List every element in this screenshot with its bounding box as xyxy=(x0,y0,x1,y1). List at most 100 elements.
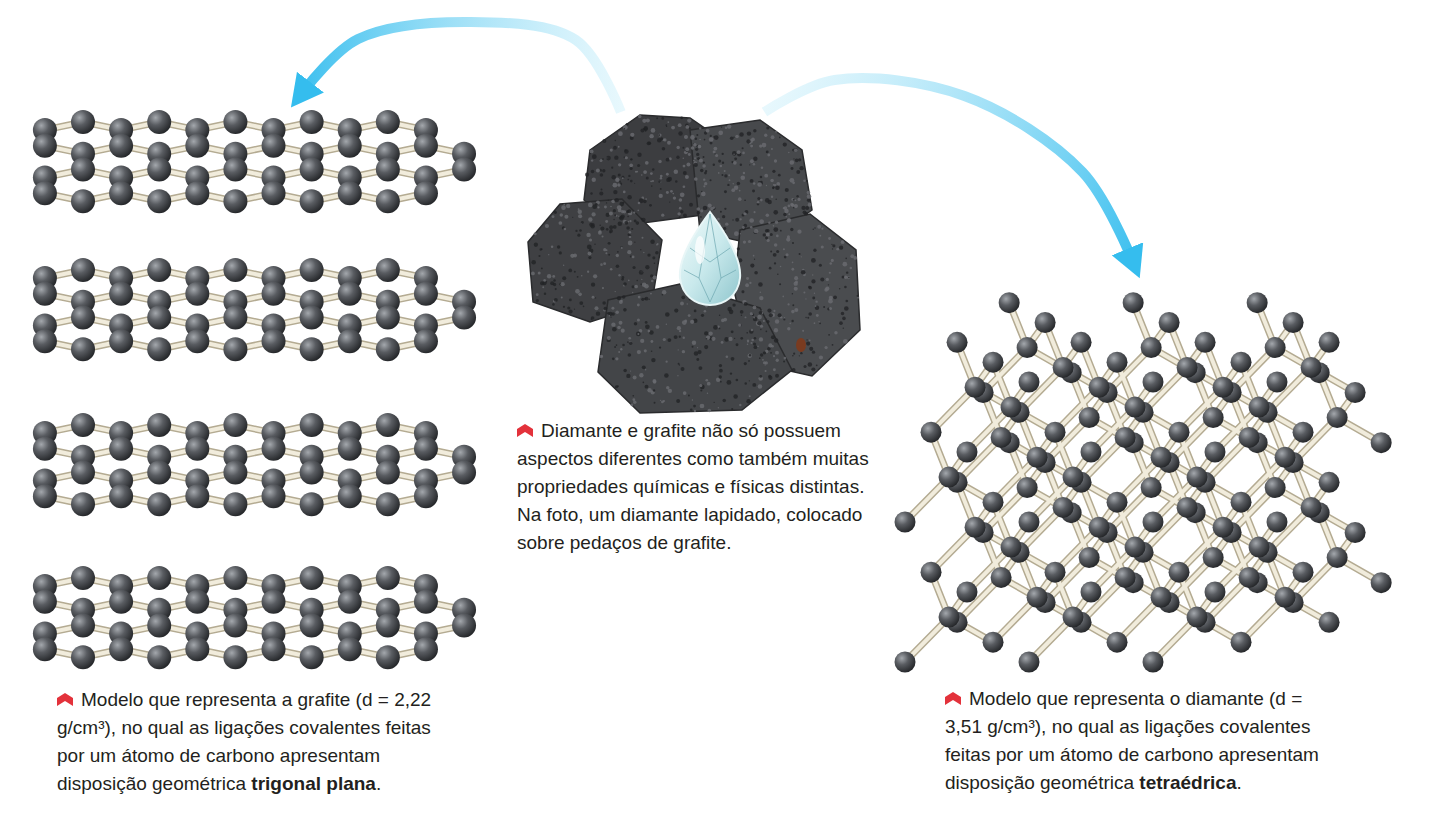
rock-texture xyxy=(614,214,616,216)
carbon-atom xyxy=(1143,652,1164,673)
rock-texture xyxy=(553,283,556,286)
rock-texture xyxy=(616,254,619,257)
carbon-atom xyxy=(71,566,95,590)
rock-texture xyxy=(619,300,623,304)
carbon-atom xyxy=(414,484,438,508)
rock-texture xyxy=(689,127,691,129)
rock-texture xyxy=(814,227,816,229)
rock-texture xyxy=(531,260,536,265)
rock-texture xyxy=(828,284,829,285)
carbon-atom xyxy=(1151,587,1172,608)
rock-texture xyxy=(643,128,645,130)
rock-texture xyxy=(634,220,637,223)
rock-texture xyxy=(808,362,812,366)
carbon-atom xyxy=(223,566,247,590)
rock-texture xyxy=(602,169,605,172)
rock-texture xyxy=(563,306,565,308)
rock-texture xyxy=(609,225,613,229)
carbon-atom xyxy=(414,282,438,306)
rock-texture xyxy=(828,237,831,240)
rock-texture xyxy=(591,223,594,226)
rock-texture xyxy=(746,277,749,280)
rock-texture xyxy=(572,217,573,218)
rock-texture xyxy=(818,321,820,323)
carbon-atom xyxy=(957,582,978,603)
rock-texture xyxy=(820,277,824,281)
rock-texture xyxy=(645,198,647,200)
carbon-atom xyxy=(1063,467,1084,488)
rock-texture xyxy=(591,319,593,321)
rock-texture xyxy=(682,320,687,325)
rock-texture xyxy=(624,221,628,225)
rock-texture xyxy=(805,298,806,299)
rock-texture xyxy=(780,230,782,232)
rock-texture xyxy=(784,206,788,210)
rock-texture xyxy=(770,233,773,236)
rock-texture xyxy=(703,178,705,180)
rock-texture xyxy=(663,138,666,141)
carbon-atom xyxy=(376,110,400,134)
carbon-atom xyxy=(1371,572,1392,593)
rock-texture xyxy=(773,253,777,257)
rock-texture xyxy=(805,206,809,210)
rock-texture xyxy=(657,243,659,245)
rock-texture xyxy=(625,156,628,159)
rock-texture xyxy=(693,143,696,146)
carbon-atom xyxy=(1001,397,1022,418)
rock-texture xyxy=(619,217,621,219)
rock-texture xyxy=(671,126,675,130)
rock-texture xyxy=(637,210,639,212)
carbon-atom xyxy=(1187,607,1208,628)
carbon-atom xyxy=(1045,562,1066,583)
carbon-atom xyxy=(300,645,324,669)
rock-texture xyxy=(655,251,659,255)
rock-texture xyxy=(600,263,603,266)
carbon-atom xyxy=(147,258,171,282)
rock-texture xyxy=(621,210,624,213)
rock-texture xyxy=(563,265,564,266)
rock-texture xyxy=(696,153,699,156)
rock-texture xyxy=(602,287,604,289)
rock-texture xyxy=(643,252,644,253)
rock-texture xyxy=(538,271,541,274)
rock-texture xyxy=(634,183,635,184)
carbon-atom xyxy=(1319,612,1340,633)
rock-texture xyxy=(817,225,821,229)
rock-texture xyxy=(623,282,627,286)
rock-texture xyxy=(734,157,737,160)
rock-texture xyxy=(618,216,619,217)
rock-texture xyxy=(748,240,751,243)
carbon-atom xyxy=(223,614,247,638)
rock-texture xyxy=(627,209,631,213)
rock-texture xyxy=(618,163,621,166)
rock-texture xyxy=(773,184,775,186)
rock-texture xyxy=(578,210,582,214)
rock-texture xyxy=(757,201,759,203)
rock-texture xyxy=(757,182,762,187)
rock-texture xyxy=(800,352,802,354)
rock-texture xyxy=(592,212,596,216)
rock-texture xyxy=(722,153,724,155)
carbon-atom xyxy=(1327,407,1348,428)
carbon-atom xyxy=(376,566,400,590)
rock-texture xyxy=(769,267,772,270)
carbon-atom xyxy=(223,645,247,669)
rock-texture xyxy=(780,266,782,268)
rock-texture xyxy=(578,208,580,210)
rock-texture xyxy=(642,282,647,287)
carbon-atom xyxy=(147,566,171,590)
rock-texture xyxy=(783,213,786,216)
carbon-atom xyxy=(71,110,95,134)
rock-texture xyxy=(824,346,827,349)
rock-texture xyxy=(767,309,771,313)
rock-texture xyxy=(574,309,575,310)
rock-texture xyxy=(605,252,607,254)
rock-texture xyxy=(713,164,715,166)
rock-texture xyxy=(606,228,609,231)
rock-texture xyxy=(816,314,819,317)
rock-texture xyxy=(703,206,708,211)
rock-texture xyxy=(623,191,626,194)
rock-texture xyxy=(611,167,613,169)
rock-texture xyxy=(611,199,615,203)
rock-texture xyxy=(697,194,700,197)
